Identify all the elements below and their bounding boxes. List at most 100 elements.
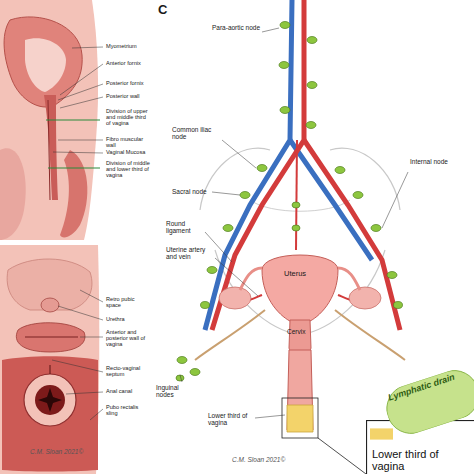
sagittal-section-part (53, 152, 103, 153)
sagittal-section-part (44, 95, 58, 200)
artist-signature: C.M. Sloan 2021© (30, 448, 110, 455)
axial-section-part (16, 323, 85, 352)
anatomy-label: Pubo rectalis sling (106, 404, 150, 416)
axial-section-part (80, 290, 103, 302)
anatomy-label: Myometrium (106, 43, 150, 49)
pelvic-lymphatics-part (219, 287, 251, 309)
sagittal-section-part (58, 140, 103, 141)
anatomy-label: Sacral node (172, 188, 212, 195)
pelvic-lymphatics-part (262, 255, 338, 322)
pelvic-lymphatics-part (307, 37, 317, 44)
panel-letter: C (158, 3, 174, 17)
pelvic-lymphatics-part (205, 232, 232, 262)
anatomy-label: Inguinal nodes (156, 384, 196, 398)
pelvic-lymphatics-part (387, 272, 397, 279)
pelvic-lymphatics-part (335, 310, 405, 360)
anatomy-label: Urethra (106, 316, 150, 322)
callout-title: Lower third of vagina (366, 448, 474, 474)
pelvic-lymphatics-part (282, 398, 318, 438)
axial-section-part (38, 388, 62, 412)
pelvic-lymphatics-part (296, 140, 297, 250)
axial-section-part (35, 385, 65, 415)
sagittal-section-part (25, 38, 66, 92)
artist-signature: C.M. Sloan 2021© (232, 456, 312, 463)
pelvic-lymphatics-part (201, 302, 210, 309)
pelvic-lymphatics-part (307, 82, 317, 89)
pelvic-lymphatics-part (290, 140, 372, 260)
axial-section-part (52, 290, 103, 420)
pelvic-lymphatics-part (222, 140, 256, 168)
anatomy-label: Anterior fornix (106, 60, 150, 66)
band-fill (380, 364, 474, 440)
pelvic-lymphatics-part (176, 375, 184, 381)
anatomy-label: Uterus (284, 270, 318, 278)
pelvic-lymphatics-part (180, 28, 408, 418)
anatomy-label: Round ligament (166, 220, 206, 234)
anatomy-label: Recto-vaginal septum (106, 365, 150, 377)
pelvic-lymphatics-part (195, 310, 265, 360)
axial-section-part (25, 336, 78, 337)
pelvic-lymphatics-part (382, 172, 408, 228)
sagittal-section-part (60, 97, 103, 108)
axial-section-part (0, 245, 150, 474)
sagittal-section-part (60, 64, 103, 95)
pelvic-lymphatics-part (287, 405, 313, 432)
pelvic-lymphatics-part (289, 320, 311, 354)
anatomy-label: Lower third of vagina (208, 412, 254, 426)
anatomy-label: Posterior wall (106, 93, 150, 99)
sagittal-section-part (72, 47, 103, 48)
pelvic-lymphatics-part (318, 438, 366, 474)
axial-section-part (66, 392, 103, 394)
sagittal-section-part (0, 148, 26, 240)
pelvic-lymphatics-part (280, 22, 290, 29)
sagittal-section-part (46, 119, 100, 120)
vagina-detail (370, 428, 393, 439)
pelvic-lymphatics-part (176, 22, 403, 382)
anatomy-label: Division of middle and lower third of va… (106, 160, 150, 178)
pelvic-lymphatics-part (306, 122, 316, 129)
pelvic-lymphatics-part (212, 192, 240, 195)
pelvic-lymphatics-part (349, 287, 381, 309)
anatomy-label: Common iliac node (172, 126, 222, 140)
sagittal-section-part (0, 0, 150, 240)
pelvic-lymphatics-part (292, 202, 300, 208)
pelvic-lymphatics-part (215, 258, 258, 296)
axial-section-part (0, 245, 99, 474)
pelvic-lymphatics-part (335, 167, 345, 174)
anatomy-label: Internal node (410, 158, 450, 165)
axial-section-part (24, 374, 76, 426)
pelvic-lymphatics-part (255, 415, 285, 418)
axial-section-part (50, 365, 51, 374)
pelvic-lymphatics-part (180, 375, 182, 382)
sagittal-section-part (4, 17, 82, 107)
axial-section-part (80, 337, 103, 338)
pelvic-lymphatics-part (177, 357, 187, 364)
anatomy-label: Retro pubic space (106, 296, 150, 308)
anatomy-label: Uterine artery and vein (166, 246, 214, 260)
sagittal-section-part (53, 47, 103, 153)
anatomy-label: Para-aortic node (212, 24, 262, 31)
axial-section-part (52, 360, 103, 372)
sagittal-section-part (48, 167, 100, 168)
pelvic-lymphatics-part (207, 267, 217, 274)
sagittal-section (0, 0, 150, 240)
pelvic-lymphatics-part (292, 225, 300, 231)
pelvic-lymphatics-part (257, 165, 267, 172)
anatomy-label: Division of upper and middle third of va… (106, 108, 150, 126)
anatomy-label: Anterior and posterior wall of vagina (106, 329, 150, 347)
axial-section-part (58, 306, 103, 320)
pelvic-lymphatics-part (190, 369, 200, 376)
anatomy-label: Vaginal Mucosa (106, 149, 150, 155)
anatomy-label: Cervix (287, 328, 315, 335)
pelvic-lymphatics-part (280, 107, 290, 114)
axial-section-part (90, 409, 103, 420)
axial-section (0, 245, 150, 474)
pelvic-lymphatics-part (279, 62, 289, 69)
pelvic-lymphatics-part (262, 28, 279, 32)
anatomy-label: Posterior fornix (106, 80, 150, 86)
axial-section-part (41, 298, 59, 312)
pelvic-lymphatics-part (223, 225, 233, 232)
pelvic-lymphatics-part (371, 225, 381, 232)
anatomy-label: Fibro muscular wall (106, 136, 150, 148)
